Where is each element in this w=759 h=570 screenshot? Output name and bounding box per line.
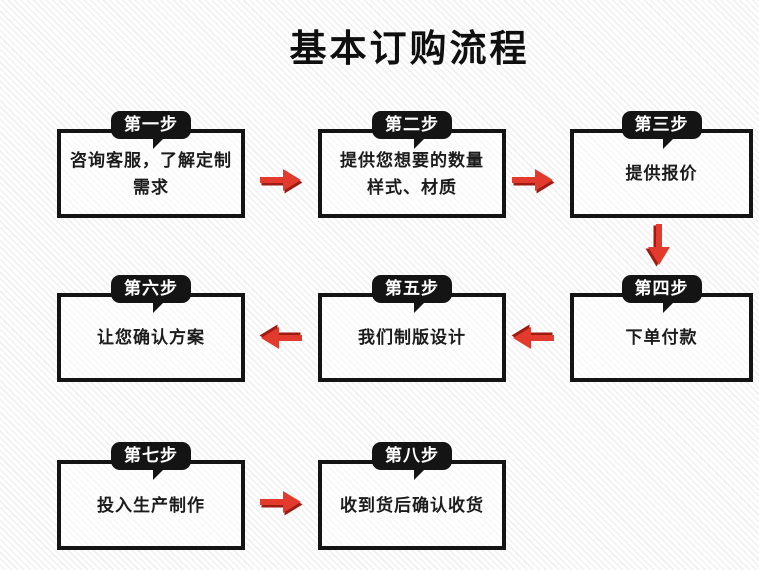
step-text-line: 下单付款 — [625, 328, 698, 347]
step-text-line: 提供您想要的数量 — [340, 150, 484, 170]
arrow-step1-to-step2 — [259, 163, 303, 197]
step-text-line: 收到货后确认收货 — [340, 495, 484, 515]
step-box-5: 第五步 我们制版设计 — [318, 275, 506, 382]
step-box-7: 第七步 投入生产制作 — [57, 442, 245, 550]
step-badge-4: 第四步 — [621, 275, 702, 313]
step-box-6: 第六步 让您确认方案 — [57, 275, 245, 382]
step-box-1: 第一步 咨询客服，了解定制 需求 — [57, 111, 245, 218]
step-text-1: 咨询客服，了解定制 需求 — [64, 147, 238, 201]
step-badge-7: 第七步 — [111, 442, 191, 480]
right-arrow-icon — [260, 169, 303, 194]
step-text-line: 需求 — [133, 177, 169, 197]
step-text-line: 咨询客服，了解定制 — [70, 150, 232, 170]
step-text-line: 样式、材质 — [367, 177, 457, 197]
arrow-step7-to-step8 — [259, 485, 303, 519]
left-arrow-icon — [259, 324, 302, 349]
arrow-step4-to-step5 — [511, 321, 555, 355]
step-text-5: 我们制版设计 — [352, 324, 472, 351]
step-text-4: 下单付款 — [620, 324, 704, 351]
right-arrow-icon — [260, 491, 303, 516]
step-badge-1: 第一步 — [111, 111, 191, 149]
step-box-8: 第八步 收到货后确认收货 — [318, 442, 506, 550]
step-box-3: 第三步 提供报价 — [570, 111, 753, 218]
step-badge-5: 第五步 — [372, 275, 452, 313]
step-badge-2: 第二步 — [372, 111, 452, 149]
step-text-8: 收到货后确认收货 — [334, 492, 490, 519]
arrow-step5-to-step6 — [259, 321, 303, 355]
left-arrow-icon — [511, 324, 554, 349]
step-badge-6: 第六步 — [111, 275, 191, 313]
arrow-step3-to-step4 — [642, 223, 676, 267]
step-badge-3: 第三步 — [621, 111, 702, 149]
down-arrow-icon — [645, 224, 670, 267]
step-text-7: 投入生产制作 — [91, 492, 211, 519]
step-box-2: 第二步 提供您想要的数量 样式、材质 — [318, 111, 506, 218]
step-text-line: 我们制版设计 — [358, 328, 466, 347]
step-text-6: 让您确认方案 — [91, 324, 211, 351]
step-text-2: 提供您想要的数量 样式、材质 — [334, 147, 490, 201]
step-text-3: 提供报价 — [620, 160, 704, 187]
page-title: 基本订购流程 — [289, 28, 530, 69]
step-text-line: 投入生产制作 — [97, 495, 205, 515]
step-text-line: 提供报价 — [625, 164, 698, 183]
arrow-step2-to-step3 — [511, 163, 555, 197]
step-badge-8: 第八步 — [372, 442, 452, 480]
step-box-4: 第四步 下单付款 — [570, 275, 753, 382]
step-text-line: 让您确认方案 — [97, 328, 205, 347]
right-arrow-icon — [512, 169, 555, 194]
